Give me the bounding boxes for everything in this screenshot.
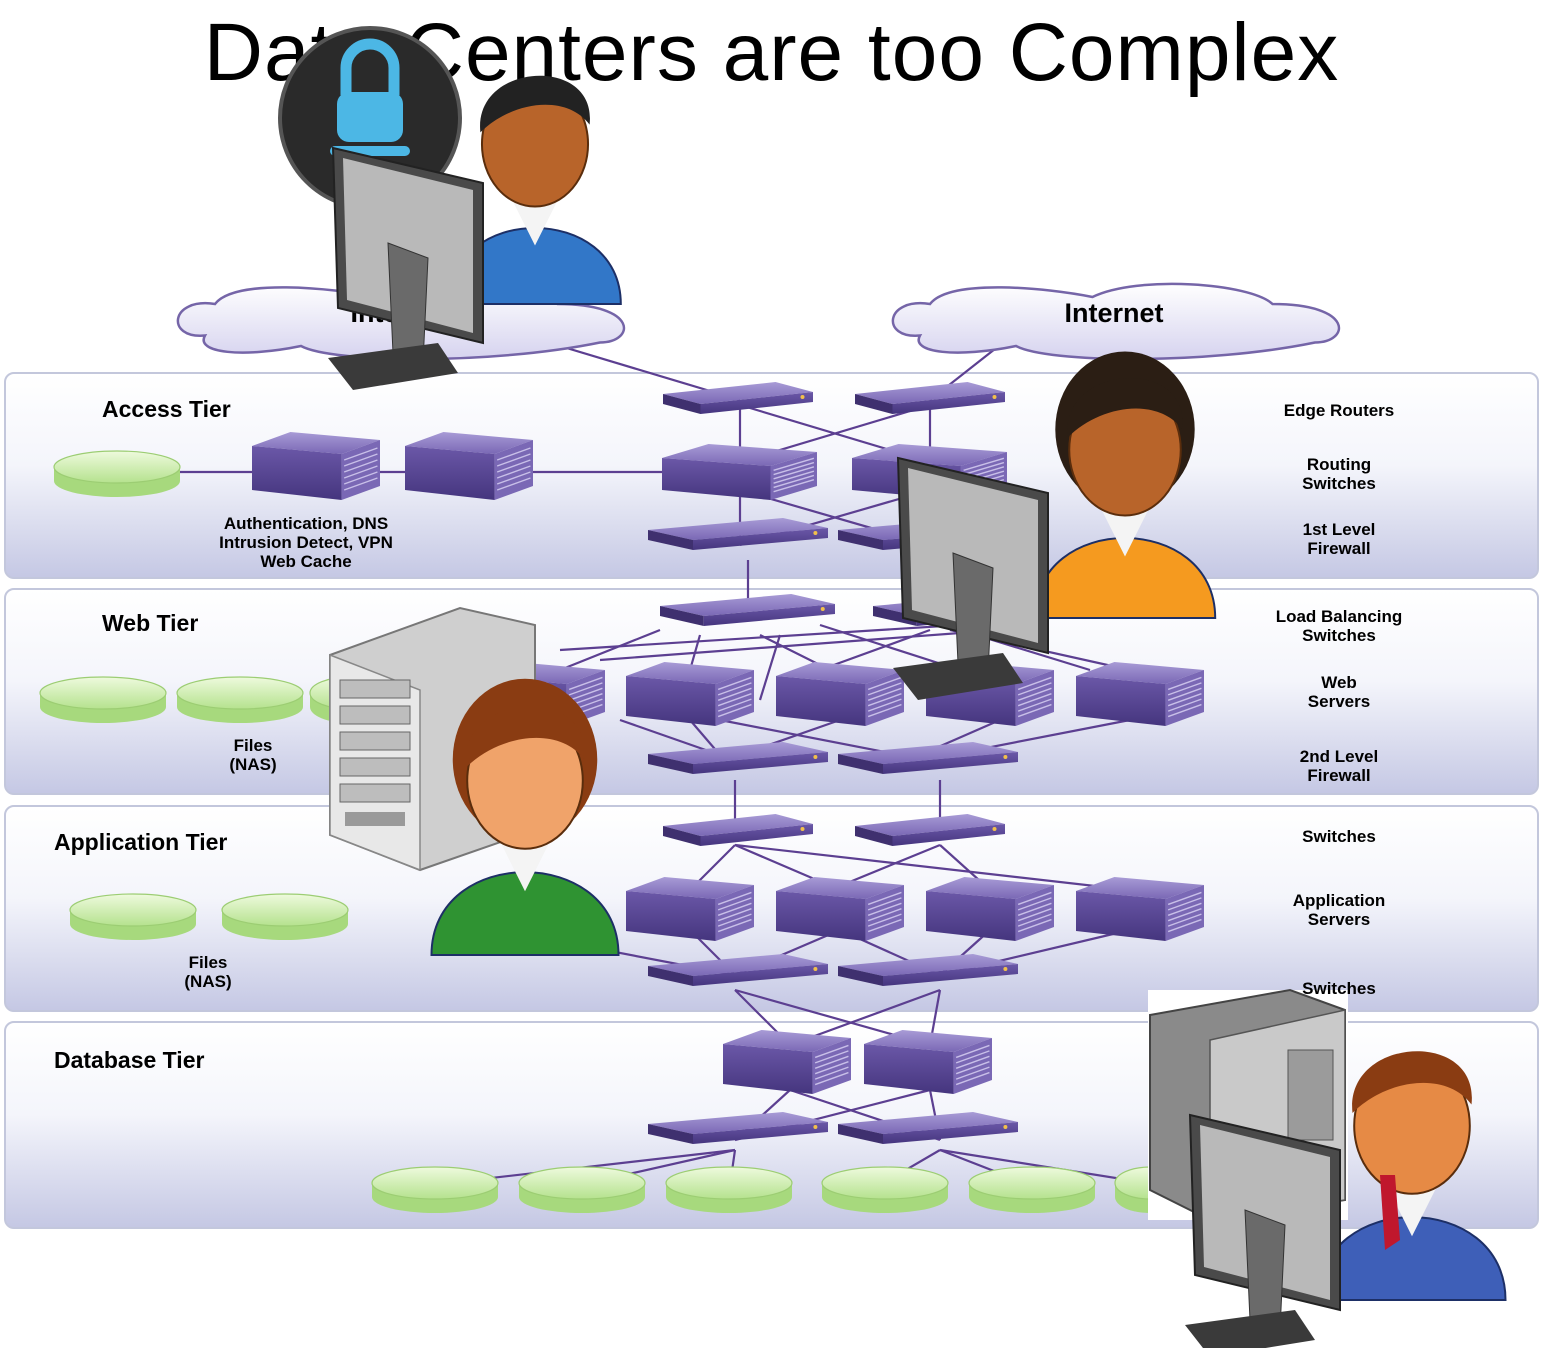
- access-caption-line2: Intrusion Detect, VPN: [219, 533, 393, 552]
- app-switch-bottom-1: [648, 954, 828, 986]
- server-admin-green-icon: [329, 606, 620, 956]
- web-servers-label-line2: Servers: [1307, 692, 1371, 711]
- app-servers-label-line1: Application: [1292, 891, 1386, 910]
- routing-switch-1: [662, 444, 817, 500]
- app-server-4: [1076, 877, 1204, 941]
- load-balancing-label-line2: Switches: [1302, 626, 1376, 645]
- network-link: [734, 843, 1131, 892]
- app-switch-bottom-2: [838, 954, 1018, 986]
- access-caption-line1: Authentication, DNS: [223, 514, 389, 533]
- app-server-3: [926, 877, 1054, 941]
- second-level-firewall-1: [648, 742, 828, 774]
- first-level-firewall-label-line2: Firewall: [1307, 539, 1371, 558]
- network-link: [599, 628, 1001, 662]
- second-level-firewall-2: [838, 742, 1018, 774]
- db-storage-disk-2: [518, 1166, 646, 1213]
- second-level-firewall-label-line2: Firewall: [1307, 766, 1371, 785]
- app-server-2: [776, 877, 904, 941]
- db-storage-disk-3: [665, 1166, 793, 1213]
- routing-switches-label-line2: Switches: [1302, 474, 1376, 493]
- db-storage-disk-4: [821, 1166, 949, 1213]
- edge-routers-label: Edge Routers: [1283, 401, 1395, 420]
- admin-lock-person-icon: [278, 26, 622, 390]
- load-balancer-1: [660, 594, 835, 626]
- database-tier-label: Database Tier: [54, 1047, 205, 1073]
- application-tier-label: Application Tier: [54, 829, 228, 855]
- database-server-1: [723, 1030, 851, 1094]
- load-balancing-label-line1: Load Balancing: [1275, 607, 1403, 626]
- first-level-firewall-1: [648, 518, 828, 550]
- web-server-5: [1076, 662, 1204, 726]
- network-link: [559, 628, 661, 672]
- routing-switches-label-line1: Routing: [1306, 455, 1372, 474]
- db-storage-disk-1: [371, 1166, 499, 1213]
- app-nas-disk-2: [221, 893, 349, 940]
- web-server-2: [626, 662, 754, 726]
- web-files-caption-line1: Files: [233, 736, 273, 755]
- second-level-firewall-label-line1: 2nd Level: [1299, 747, 1379, 766]
- app-nas-disk-1: [69, 893, 197, 940]
- access-server-2: [405, 432, 533, 500]
- access-caption-line3: Web Cache: [260, 552, 352, 571]
- web-server-3: [776, 662, 904, 726]
- access-server-1: [252, 432, 380, 500]
- dba-person-icon: [1148, 988, 1507, 1348]
- app-servers-label-line2: Servers: [1307, 910, 1371, 929]
- web-servers-label-line1: Web: [1321, 673, 1357, 692]
- web-tier-label: Web Tier: [102, 610, 199, 636]
- edge-router-2: [855, 382, 1005, 414]
- database-server-2: [864, 1030, 992, 1094]
- edge-router-1: [663, 382, 813, 414]
- db-switch-1: [648, 1112, 828, 1144]
- cloud-label: Internet: [1064, 298, 1163, 328]
- access-storage-disk: [53, 450, 181, 497]
- internet-cloud-right: [891, 282, 1341, 361]
- db-switch-2: [838, 1112, 1018, 1144]
- app-switches-top-label: Switches: [1302, 827, 1376, 846]
- app-server-1: [626, 877, 754, 941]
- app-switch-top-1: [663, 814, 813, 846]
- network-link: [719, 718, 901, 757]
- app-switch-top-2: [855, 814, 1005, 846]
- female-operator-orange-icon: [893, 351, 1217, 700]
- first-level-firewall-label-line1: 1st Level: [1302, 520, 1376, 539]
- web-files-caption-line2: (NAS): [229, 755, 277, 774]
- app-files-caption-line2: (NAS): [184, 972, 232, 991]
- db-storage-disk-5: [968, 1166, 1096, 1213]
- web-nas-disk-1: [39, 676, 167, 723]
- app-switches-bottom-label: Switches: [1302, 979, 1376, 998]
- access-tier-label: Access Tier: [102, 396, 231, 422]
- network-link: [559, 623, 961, 652]
- web-nas-disk-2: [176, 676, 304, 723]
- app-files-caption-line1: Files: [188, 953, 228, 972]
